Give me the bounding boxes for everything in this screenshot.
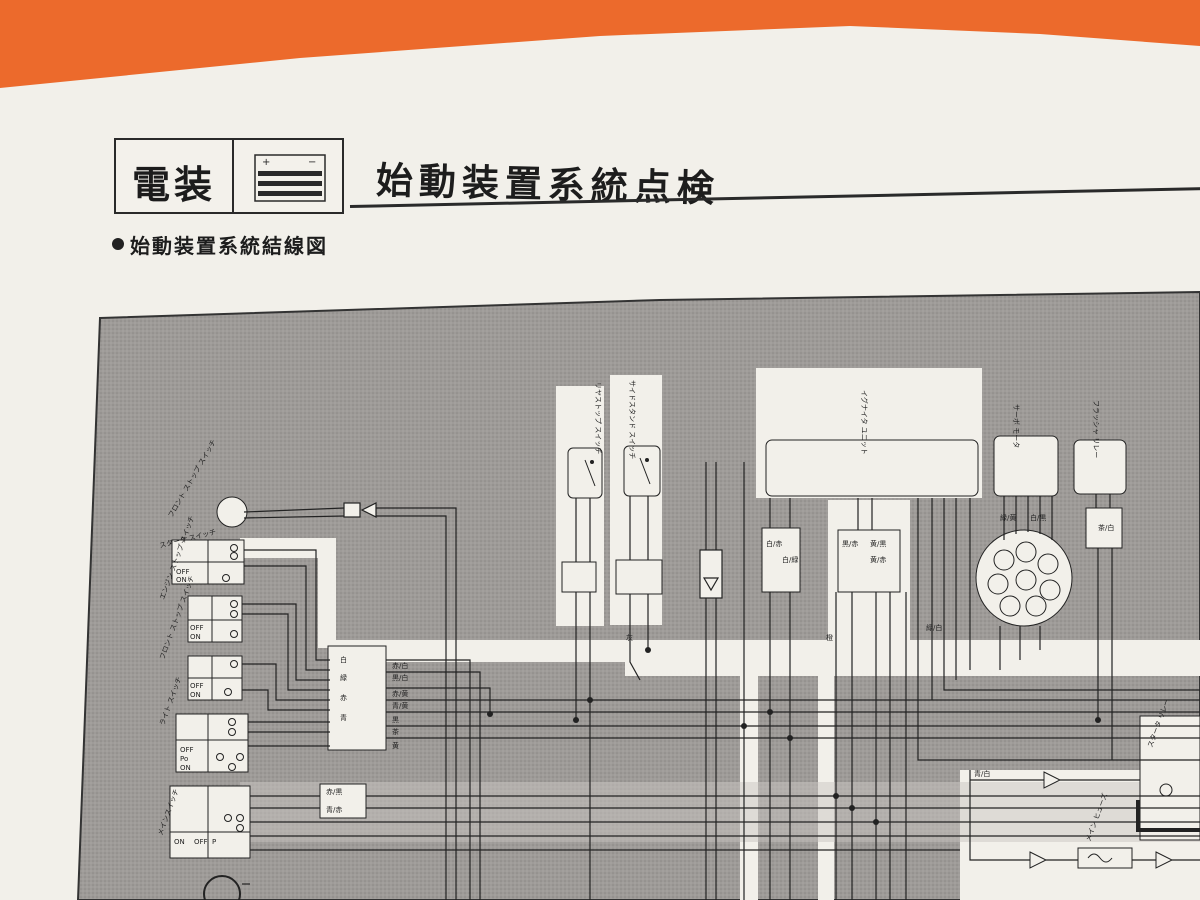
svg-text:ON: ON: [174, 838, 185, 846]
servo-motor-label: サーボ モータ: [1012, 404, 1021, 448]
flasher-coupler: [1085, 507, 1123, 549]
wire-label: 赤/白: [392, 661, 408, 670]
wire-label: 緑/黄: [1000, 513, 1016, 522]
wire-color-labels: 赤/白 黒/白 赤/黄 青/黄 黒 茶 黄 白 緑 赤 青 灰 橙 赤/黒 青/…: [326, 513, 1114, 814]
wire-label: 白/黒: [1030, 513, 1046, 522]
wire-label: 赤: [340, 694, 347, 702]
svg-text:OFF: OFF: [180, 746, 194, 754]
battery-minus-icon: −: [308, 157, 316, 168]
svg-text:OFF: OFF: [190, 624, 204, 632]
wire-label: 青/白: [974, 769, 990, 778]
ignitor-coupler-a: [761, 527, 801, 593]
svg-text:OFF: OFF: [194, 838, 208, 846]
ignitor-unit: イグナイタ ユニット: [765, 390, 979, 497]
wire-channel-6: [818, 660, 834, 900]
flasher-relay: フラッシャ リレー: [1073, 400, 1127, 495]
subheading: 始動装置系統結線図: [130, 234, 328, 258]
wire-label: 緑/白: [926, 623, 942, 632]
wire-label: 黒/白: [392, 673, 408, 682]
wire-label: 黄/黒: [870, 539, 886, 548]
wire-label: 白: [340, 655, 347, 664]
lockstop-coupler: [561, 561, 597, 593]
wire-channel-7: [240, 782, 1200, 842]
section-label: 電装: [132, 163, 217, 207]
wire-channel-2: [625, 662, 1200, 676]
servo-motor: サーボ モータ: [993, 404, 1059, 497]
ignitor-coupler-b: [837, 529, 901, 593]
header-divider: [232, 140, 234, 212]
horn-ring: [203, 875, 241, 900]
round-coupler: [975, 529, 1073, 627]
wire-label: 赤/黄: [392, 689, 408, 698]
svg-text:ON: ON: [190, 633, 201, 641]
lockstop-switch-label: リヤストップ スイッチ: [594, 382, 602, 454]
wire-label: 青: [340, 713, 347, 722]
svg-text:ON: ON: [190, 691, 201, 699]
svg-text:Po: Po: [180, 755, 188, 763]
diode-pair-mid: [699, 549, 723, 599]
wire-label: 黒: [392, 716, 399, 724]
sidestand-switch-label: サイドスタンド スイッチ: [628, 380, 637, 459]
svg-text:OFF: OFF: [190, 682, 204, 690]
wire-label: 白/緑: [782, 555, 798, 564]
sidestand-switch: サイドスタンド スイッチ: [623, 380, 661, 497]
wire-channel-3: [240, 538, 336, 558]
wire-label: 青/黄: [392, 701, 408, 710]
section-header-box: 電装 + −: [114, 138, 344, 214]
lockstop-switch: リヤストップ スイッチ: [567, 382, 603, 499]
wire-label: 黄/赤: [870, 555, 886, 564]
flasher-relay-label: フラッシャ リレー: [1092, 400, 1100, 458]
battery-icon: + −: [254, 154, 326, 202]
starter-switch-block: OFF ON スタータ スイッチ: [158, 527, 245, 585]
main-wire-channel: [330, 640, 1200, 662]
svg-text:ON: ON: [176, 576, 187, 584]
wire-label: 黒/赤: [842, 540, 858, 548]
wire-label: 赤/黒: [326, 788, 342, 796]
ignitor-unit-label: イグナイタ ユニット: [860, 390, 869, 455]
diode-pair-top: [343, 502, 377, 518]
wire-label: 灰: [626, 633, 633, 642]
wire-label: 白/赤: [766, 539, 782, 548]
sidestand-coupler: [615, 559, 663, 595]
wire-label: 茶: [392, 727, 399, 736]
svg-text:OFF: OFF: [176, 568, 190, 576]
junction-dots: [487, 647, 1101, 825]
wire-harness: [242, 462, 1200, 900]
svg-text:P: P: [212, 838, 216, 846]
wire-label: 緑: [340, 673, 347, 682]
bullet-icon: [112, 238, 124, 250]
wire-label: 茶/白: [1098, 523, 1114, 532]
battery-cable: [1136, 800, 1200, 832]
wire-label: 青/赤: [326, 805, 342, 814]
wire-channel-4: [318, 538, 336, 648]
battery-plus-icon: +: [262, 157, 270, 168]
handlebar-coupler: [327, 645, 387, 751]
starter-relay: スタータ リレー: [1139, 697, 1200, 841]
main-switch-block: ON OFF P メインスイッチ: [156, 785, 251, 859]
main-switch-coupler: [319, 783, 367, 819]
svg-text:ON: ON: [180, 764, 191, 772]
wire-label: 黄: [392, 741, 399, 750]
wire-channel-5: [740, 660, 758, 900]
wire-label: 橙: [826, 633, 833, 642]
